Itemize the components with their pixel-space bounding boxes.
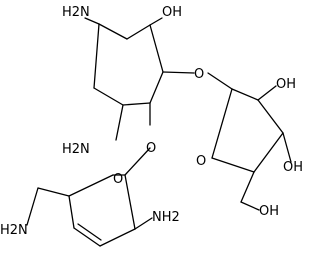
bond-ch2-oh	[240, 201, 260, 211]
bond-c3f-oh	[282, 132, 292, 163]
o-furanose-ring-label: O	[196, 154, 206, 169]
oh-hydroxymethyl-label: OH	[259, 204, 279, 219]
nh2-pyran-label: NH2	[152, 210, 180, 225]
cyclohexane-ring	[93, 23, 164, 106]
oh-furanose-upper-label: OH	[276, 77, 296, 92]
o-glycosidic-right-label: O	[194, 67, 204, 82]
oh-furanose-lower-label: OH	[283, 160, 303, 175]
nh2-label-top: H2N	[62, 5, 90, 20]
o-pyran-ring-label: O	[113, 172, 123, 187]
nh2-label-left: H2N	[62, 142, 90, 157]
bond-c4f-ch2	[240, 171, 255, 203]
bond-c1-nh2	[84, 17, 100, 25]
furanose-ring	[207, 72, 284, 173]
nh2-aminomethyl-label: H2N	[0, 223, 28, 238]
o-glycosidic-down-label: O	[146, 141, 156, 156]
bond-c6p-ch2	[37, 187, 70, 197]
bond-c3p-nh2	[134, 217, 153, 230]
bond-ch2-nh2	[26, 187, 39, 226]
bond-c2-oh	[149, 17, 163, 26]
bond-c2f-oh	[257, 85, 277, 101]
pyran-ring	[68, 147, 151, 247]
bond-c3-o	[162, 71, 195, 74]
oh-label-top: OH	[162, 5, 182, 20]
bond-c5-nh2	[115, 104, 124, 141]
